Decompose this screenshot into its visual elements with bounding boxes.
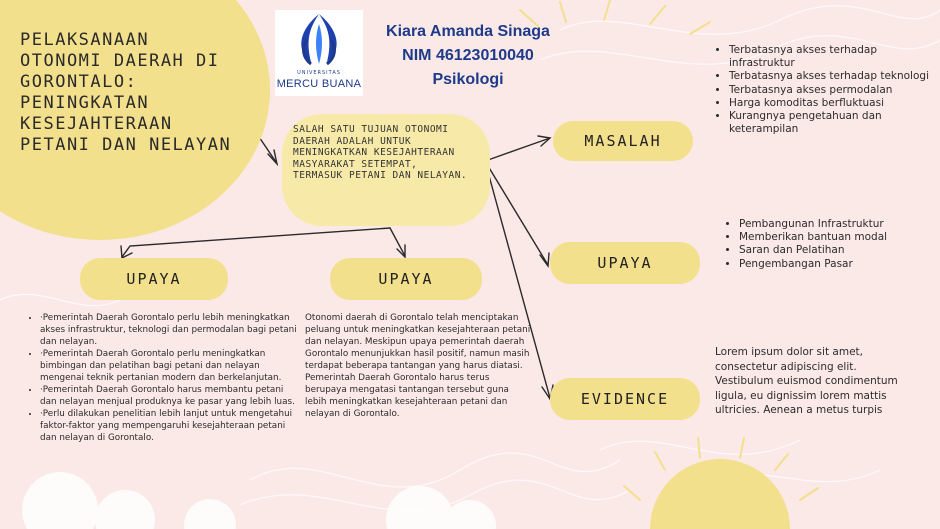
list-item: Terbatasnya akses terhadap infrastruktur [729, 44, 929, 70]
list-item: Memberikan bantuan modal [739, 231, 939, 244]
author-block: Kiara Amanda Sinaga NIM 46123010040 Psik… [368, 20, 568, 92]
central-node [282, 114, 490, 226]
university-logo: UNIVERSITAS MERCU BUANA [275, 10, 363, 96]
list-item: Terbatasnya akses terhadap teknologi [729, 70, 929, 83]
node-evidence: EVIDENCE [550, 378, 700, 420]
upaya-left-list: ·Pemerintah Daerah Gorontalo perlu lebih… [28, 312, 300, 444]
central-node-text: SALAH SATU TUJUAN OTONOMI DAERAH ADALAH … [293, 124, 468, 181]
flame-logo-icon [301, 14, 337, 66]
connector-arrows [120, 99, 554, 401]
masalah-list: Terbatasnya akses terhadap infrastruktur… [713, 44, 929, 136]
logo-caption-top: UNIVERSITAS [297, 70, 341, 76]
list-item: Harga komoditas berfluktuasi [729, 97, 929, 110]
author-program: Psikologi [432, 71, 504, 88]
logo-caption: MERCU BUANA [276, 78, 362, 90]
list-item: ·Pemerintah Daerah Gorontalo perlu menin… [40, 348, 300, 384]
list-item: ·Perlu dilakukan penelitian lebih lanjut… [40, 408, 300, 444]
sun-rays-top-right [519, 0, 711, 35]
list-item: Pembangunan Infrastruktur [739, 218, 939, 231]
evidence-text: Lorem ipsum dolor sit amet, consectetur … [715, 346, 898, 416]
node-masalah: MASALAH [553, 121, 693, 161]
author-name: Kiara Amanda Sinaga [386, 23, 550, 40]
list-item: Kurangnya pengetahuan dan keterampilan [729, 110, 929, 136]
list-item: ·Pemerintah Daerah Gorontalo perlu lebih… [40, 312, 300, 348]
node-upaya-left: UPAYA [80, 258, 228, 300]
list-item: Saran dan Pelatihan [739, 244, 939, 257]
list-item: Pengembangan Pasar [739, 258, 939, 271]
node-upaya-center: UPAYA [330, 258, 482, 300]
author-nim: NIM 46123010040 [402, 47, 534, 64]
upaya-right-list: Pembangunan Infrastruktur Memberikan ban… [723, 218, 939, 271]
list-item: Terbatasnya akses permodalan [729, 84, 929, 97]
main-title: PELAKSANAAN OTONOMI DAERAH DI GORONTALO:… [20, 30, 232, 155]
list-item: ·Pemerintah Daerah Gorontalo harus memba… [40, 384, 300, 408]
node-upaya-right: UPAYA [550, 242, 700, 284]
sun-rays-bottom [623, 437, 819, 501]
upaya-center-text: Otonomi daerah di Gorontalo telah mencip… [305, 313, 531, 419]
